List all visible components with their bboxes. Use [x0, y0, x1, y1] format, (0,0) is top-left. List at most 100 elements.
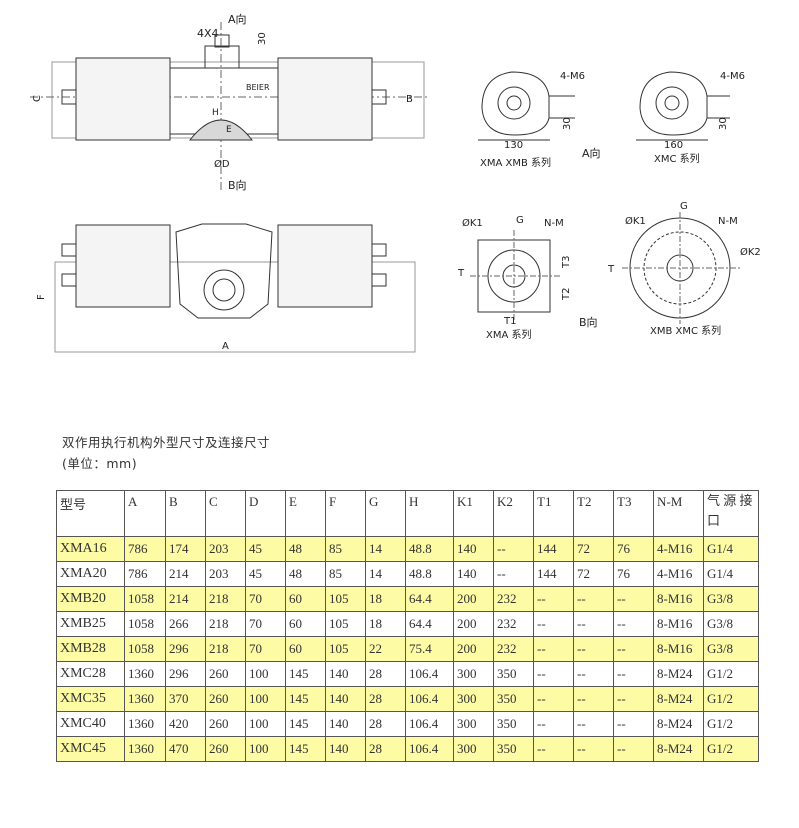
b-view1-t1: T1 — [503, 316, 516, 327]
table-cell: G1/2 — [703, 736, 759, 762]
table-cell: 100 — [245, 661, 286, 687]
table-cell: -- — [573, 636, 614, 662]
table-cell: 100 — [245, 736, 286, 762]
a-view1-series: XMA XMB 系列 — [480, 156, 551, 169]
dir-b-label: B向 — [228, 178, 247, 192]
dim-b-label: B — [406, 94, 413, 105]
table-cell: 105 — [325, 611, 366, 637]
table-cell: 1058 — [124, 586, 166, 612]
table-cell: 350 — [493, 661, 534, 687]
table-cell: 28 — [365, 711, 406, 737]
table-cell: 106.4 — [405, 661, 454, 687]
table-cell: 145 — [285, 711, 326, 737]
table-cell: 14 — [365, 536, 406, 562]
dim-f-label: F — [36, 294, 47, 300]
col-header: T2 — [573, 490, 614, 537]
col-header: A — [124, 490, 166, 537]
table-cell: 214 — [165, 586, 206, 612]
a-view2-dim-30: 30 — [718, 117, 729, 130]
b-view1-k1: ØK1 — [462, 217, 483, 229]
table-cell: 145 — [285, 661, 326, 687]
table-cell: 140 — [325, 736, 366, 762]
col-header: N-M — [653, 490, 704, 537]
table-cell: 28 — [365, 661, 406, 687]
model-cell: XMA16 — [56, 536, 125, 562]
table-cell: 4-M16 — [653, 536, 704, 562]
dir-a-label: A向 — [228, 12, 247, 26]
table-unit: (单位：mm) — [62, 456, 138, 471]
table-cell: 140 — [325, 711, 366, 737]
dim-a-label: A — [222, 341, 229, 352]
table-cell: 1058 — [124, 636, 166, 662]
table-cell: G3/8 — [703, 586, 759, 612]
brand-label: BEIER — [246, 83, 270, 92]
table-cell: 60 — [285, 636, 326, 662]
table-cell: -- — [533, 611, 574, 637]
table-cell: 260 — [205, 661, 246, 687]
table-cell: 200 — [453, 611, 494, 637]
b-view1-t2: T2 — [561, 288, 572, 301]
table-cell: 60 — [285, 611, 326, 637]
dim-h-label: H — [212, 108, 219, 118]
table-cell: G1/2 — [703, 711, 759, 737]
table-cell: 786 — [124, 536, 166, 562]
table-cell: -- — [533, 636, 574, 662]
a-view1-dim-30: 30 — [562, 117, 573, 130]
table-cell: 260 — [205, 736, 246, 762]
a-view1-dir: A向 — [582, 146, 601, 160]
table-cell: 350 — [493, 736, 534, 762]
table-title: 双作用执行机构外型尺寸及连接尺寸 — [62, 435, 271, 450]
model-cell: XMC28 — [56, 661, 125, 687]
col-header: F — [325, 490, 366, 537]
table-cell: 72 — [573, 561, 614, 587]
table-cell: 140 — [325, 686, 366, 712]
top-view — [30, 22, 430, 190]
table-cell: 350 — [493, 686, 534, 712]
col-header: H — [405, 490, 454, 537]
table-cell: 300 — [453, 686, 494, 712]
table-cell: 140 — [453, 536, 494, 562]
table-cell: 260 — [205, 686, 246, 712]
dimensions-table: 型号 A B C D E F G H K1 K2 T1 T2 T3 N-M 气 … — [56, 490, 759, 762]
col-header: D — [245, 490, 286, 537]
b-view1-g: G — [516, 215, 524, 226]
table-cell: -- — [573, 736, 614, 762]
table-cell: -- — [613, 711, 654, 737]
table-cell: 1360 — [124, 736, 166, 762]
table-cell: 106.4 — [405, 711, 454, 737]
table-cell: 218 — [205, 636, 246, 662]
table-cell: 48.8 — [405, 561, 454, 587]
col-header: K1 — [453, 490, 494, 537]
table-cell: 1360 — [124, 686, 166, 712]
table-cell: G3/8 — [703, 636, 759, 662]
table-cell: 45 — [245, 536, 286, 562]
table-cell: -- — [493, 536, 534, 562]
table-cell: 200 — [453, 586, 494, 612]
table-cell: 296 — [165, 636, 206, 662]
table-cell: 370 — [165, 686, 206, 712]
table-cell: -- — [573, 611, 614, 637]
table-cell: 72 — [573, 536, 614, 562]
table-cell: 45 — [245, 561, 286, 587]
table-cell: G1/2 — [703, 661, 759, 687]
dim-d-label: ØD — [214, 158, 230, 170]
table-cell: -- — [573, 686, 614, 712]
table-cell: -- — [533, 711, 574, 737]
table-cell: 28 — [365, 736, 406, 762]
table-cell: 232 — [493, 636, 534, 662]
table-cell: 105 — [325, 586, 366, 612]
table-cell: 100 — [245, 686, 286, 712]
dim-c-label: C — [32, 95, 43, 102]
table-cell: 266 — [165, 611, 206, 637]
table-cell: -- — [573, 711, 614, 737]
b-view2-k2: ØK2 — [740, 246, 761, 258]
table-cell: G1/4 — [703, 536, 759, 562]
table-cell: 18 — [365, 611, 406, 637]
col-header: C — [205, 490, 246, 537]
table-cell: -- — [613, 611, 654, 637]
table-cell: G3/8 — [703, 611, 759, 637]
